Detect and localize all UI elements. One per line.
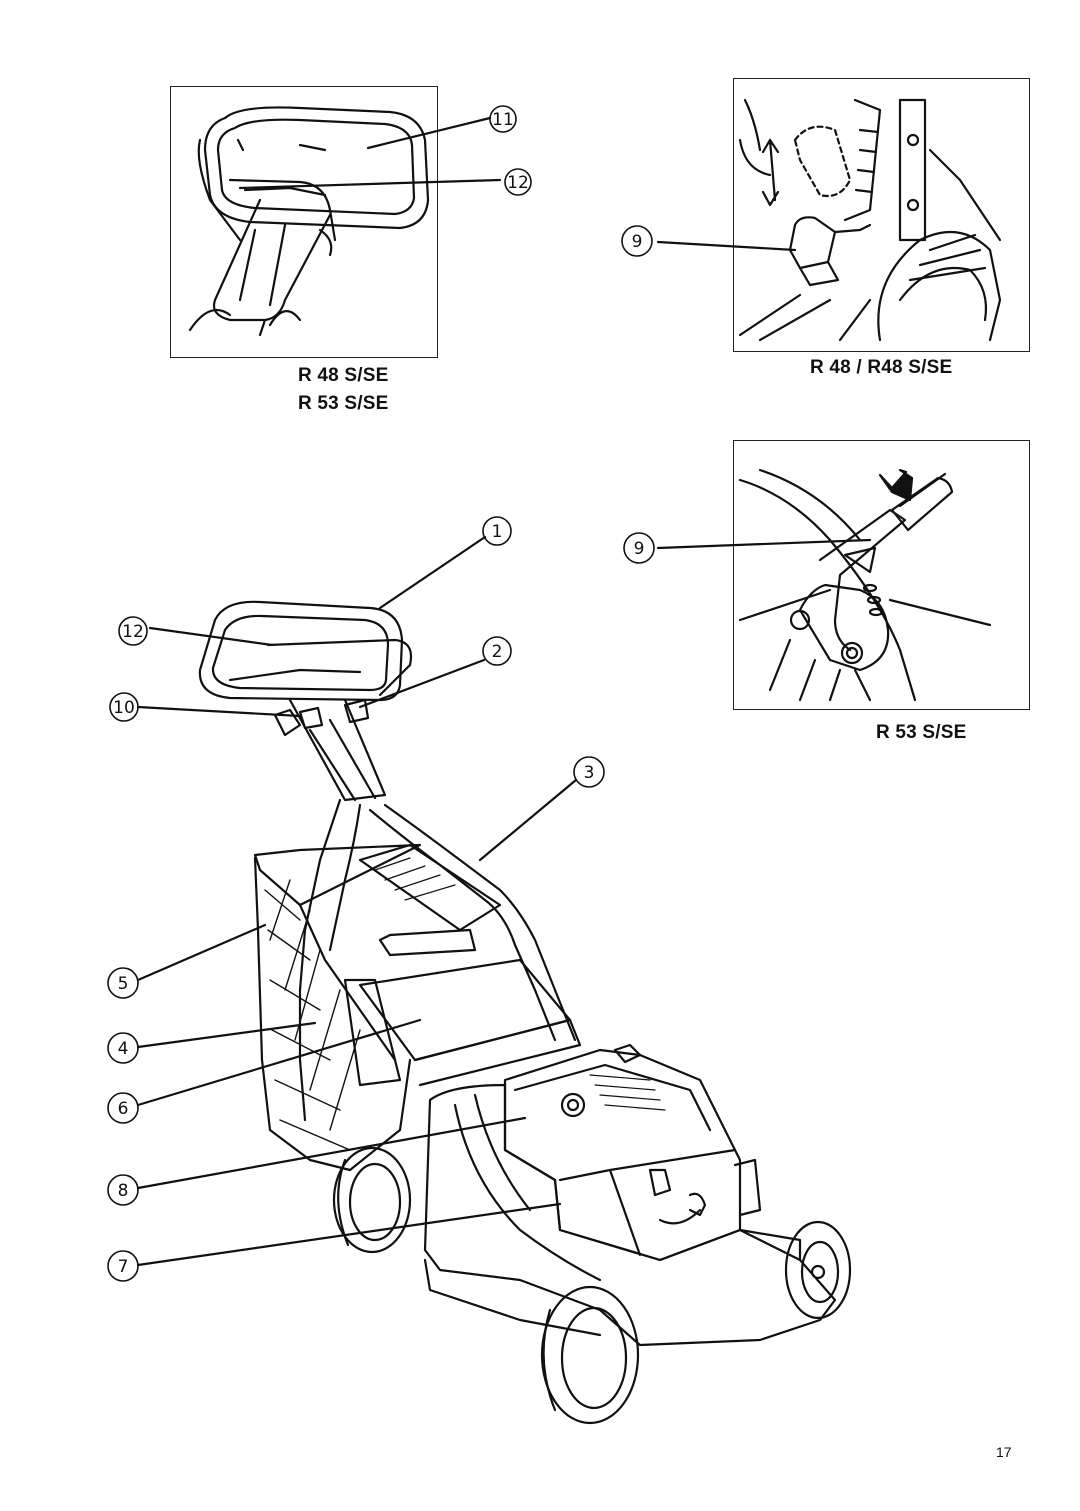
height-side-inset-drawing xyxy=(656,468,992,702)
svg-text:5: 5 xyxy=(118,974,129,994)
svg-text:12: 12 xyxy=(122,622,144,642)
callout-9-side: 9 xyxy=(623,532,655,564)
callout-2: 2 xyxy=(482,636,512,666)
callout-6: 6 xyxy=(107,1092,139,1124)
svg-text:9: 9 xyxy=(632,232,643,252)
height-front-inset-drawing xyxy=(656,98,1002,342)
handle-inset-drawing xyxy=(188,106,502,337)
callout-5: 5 xyxy=(107,967,139,999)
svg-text:11: 11 xyxy=(492,110,514,130)
svg-text:3: 3 xyxy=(584,763,595,783)
callout-12-top: 12 xyxy=(504,168,532,196)
handle-models-caption-2: R 53 S/SE xyxy=(298,393,389,414)
callout-4: 4 xyxy=(107,1032,139,1064)
svg-text:9: 9 xyxy=(634,539,645,559)
callout-9-top: 9 xyxy=(621,225,653,257)
handle-models-caption-1: R 48 S/SE xyxy=(298,365,389,386)
svg-text:4: 4 xyxy=(118,1039,129,1059)
svg-text:6: 6 xyxy=(118,1099,129,1119)
height-front-caption: R 48 / R48 S/SE xyxy=(810,357,953,378)
page-number: 17 xyxy=(996,1444,1012,1460)
svg-text:8: 8 xyxy=(118,1181,129,1201)
handle-detail-panel xyxy=(170,86,438,358)
callout-12-main: 12 xyxy=(118,616,148,646)
mower-main-drawing xyxy=(136,535,852,1425)
svg-text:7: 7 xyxy=(118,1257,129,1277)
callout-10: 10 xyxy=(109,692,139,722)
svg-text:1: 1 xyxy=(492,522,503,542)
callout-1: 1 xyxy=(482,516,512,546)
svg-text:12: 12 xyxy=(507,173,529,193)
callouts: 11 12 9 9 1 12 2 10 3 5 4 6 8 7 xyxy=(107,105,655,1282)
svg-text:10: 10 xyxy=(113,698,135,718)
svg-text:2: 2 xyxy=(492,642,503,662)
height-side-caption: R 53 S/SE xyxy=(876,722,967,743)
callout-8: 8 xyxy=(107,1174,139,1206)
callout-3: 3 xyxy=(573,756,605,788)
callout-11: 11 xyxy=(489,105,517,133)
height-adjust-side-panel xyxy=(733,440,1030,710)
callout-7: 7 xyxy=(107,1250,139,1282)
